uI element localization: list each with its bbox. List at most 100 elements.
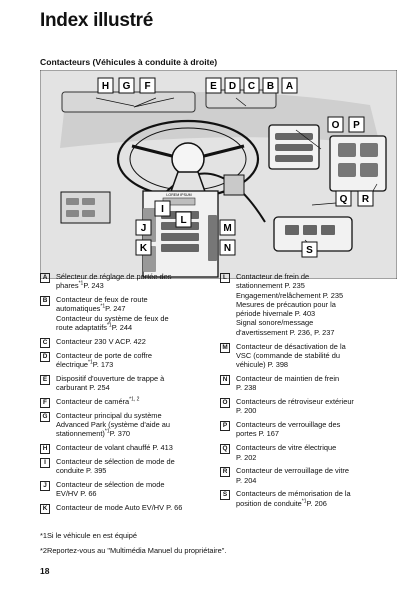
- callout-letter: G: [123, 81, 131, 92]
- index-entry-c: C Contacteur 230 V ACP. 422: [40, 336, 212, 348]
- entry-line: Contacteur principal du système: [56, 410, 162, 420]
- entry-badge: A: [40, 273, 50, 283]
- callout-a: A: [281, 77, 298, 94]
- entry-line: Contacteur de frein de: [236, 272, 310, 281]
- callout-letter: M: [223, 223, 231, 234]
- entry-line: véhicule) P. 398: [236, 360, 289, 370]
- entry-badge: Q: [220, 444, 230, 455]
- callout-letter: J: [141, 223, 147, 234]
- entry-line: phares*1P. 243: [56, 280, 104, 291]
- entry-badge: P: [220, 421, 230, 432]
- entry-badge: E: [40, 374, 50, 385]
- callout-m: M: [219, 219, 236, 236]
- entry-line: Contacteur de volant chauffé P. 413: [56, 442, 173, 452]
- entry-badge: D: [40, 351, 50, 362]
- callout-letter: R: [362, 194, 370, 205]
- callout-letter: F: [144, 81, 150, 92]
- entry-line: portes P. 167: [236, 429, 280, 439]
- entry-line: Contacteur du système de feux de: [56, 313, 169, 323]
- entry-line: route adaptatifs*1P. 244: [56, 322, 133, 332]
- entry-line: Mesures de précaution pour la: [236, 299, 336, 309]
- entry-line: Contacteur de maintien de frein: [236, 373, 340, 383]
- footnote-marker: *1: [106, 322, 112, 329]
- entry-badge: O: [220, 398, 230, 409]
- callout-j: J: [135, 219, 152, 236]
- callout-letter: D: [229, 81, 236, 92]
- entry-line: Contacteurs de mémorisation de la: [236, 489, 351, 499]
- entry-line: stationnement P. 235: [236, 281, 305, 291]
- page-number: 18: [40, 566, 50, 576]
- footnote-marker: *1: [301, 498, 307, 505]
- callout-e: E: [205, 77, 222, 94]
- callout-letter: C: [248, 81, 255, 92]
- callout-letter: L: [180, 215, 186, 226]
- entry-badge: J: [40, 480, 50, 491]
- entry-badge: C: [40, 337, 50, 348]
- footnote-marker: *1: [100, 303, 106, 310]
- footnote-marker: *1, 2: [129, 396, 140, 403]
- entry-line: Contacteur de porte de coffre: [56, 350, 153, 360]
- entry-line: Sélecteur de réglage de portée des: [56, 272, 172, 281]
- entry-line: Signal sonore/message: [236, 318, 314, 328]
- callout-g: G: [118, 77, 135, 94]
- entry-badge: F: [40, 397, 50, 408]
- callout-p: P: [348, 116, 365, 133]
- entry-line: Contacteurs de verrouillage des: [236, 420, 341, 430]
- footnotes: *1Si le véhicule en est équipé *2Reporte…: [40, 531, 397, 561]
- footnote-1: *1Si le véhicule en est équipé: [40, 531, 137, 540]
- callout-b: B: [262, 77, 279, 94]
- entry-line: Contacteurs de vitre électrique: [236, 443, 337, 453]
- callout-i: I: [154, 200, 171, 217]
- entry-badge: N: [220, 374, 230, 385]
- entry-badge: L: [220, 273, 230, 283]
- entry-line: électrique*1P. 173: [56, 359, 114, 369]
- callout-c: C: [243, 77, 260, 94]
- entry-line: Contacteur de désactivation de la: [236, 341, 346, 351]
- entry-line: P. 204: [236, 475, 257, 485]
- callout-letter: K: [140, 243, 148, 254]
- entry-badge: B: [40, 296, 50, 307]
- page-title: Index illustré: [40, 10, 154, 31]
- entry-line: Engagement/relâchement P. 235: [236, 290, 344, 300]
- entry-badge: M: [220, 342, 230, 353]
- callout-n: N: [219, 239, 236, 256]
- callout-r: R: [357, 190, 374, 207]
- entry-line: d'avertissement P. 236, P. 237: [236, 327, 335, 337]
- entry-line: position de conduite*1P. 206: [236, 498, 327, 508]
- callout-letter: I: [161, 204, 164, 215]
- callout-q: Q: [335, 190, 352, 207]
- entry-badge: S: [220, 490, 230, 501]
- entry-line: période hivernale P. 403: [236, 309, 316, 319]
- entry-line: VSC (commande de stabilité du: [236, 350, 340, 360]
- entry-line: P. 202: [236, 452, 257, 462]
- callout-h: H: [97, 77, 114, 94]
- entry-line: Contacteurs de rétroviseur extérieur: [236, 397, 354, 407]
- callout-s: S: [301, 241, 318, 258]
- callout-o: O: [327, 116, 344, 133]
- footnote-marker: *1: [78, 280, 84, 287]
- callout-k: K: [135, 239, 152, 256]
- entry-line: Advanced Park (système d'aide au: [56, 419, 170, 429]
- footnote-2: *2Reportez-vous au "Multimédia Manuel du…: [40, 546, 227, 555]
- entry-line: Contacteur 230 V ACP. 422: [56, 336, 146, 346]
- entry-line: EV/HV P. 66: [56, 489, 97, 499]
